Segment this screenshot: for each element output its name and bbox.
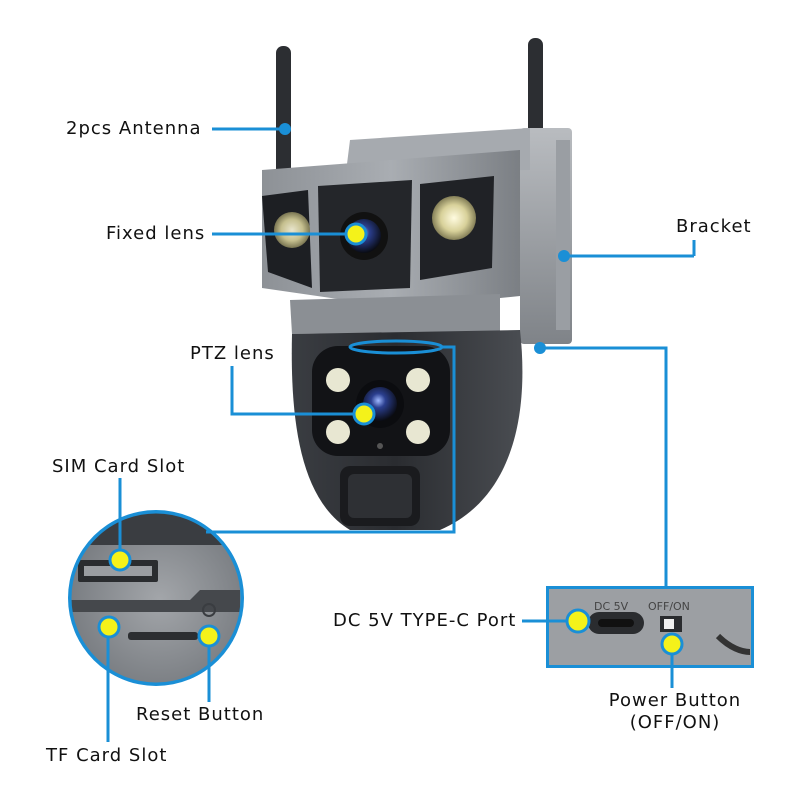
label-tf-slot: TF Card Slot bbox=[46, 745, 168, 766]
label-antenna: 2pcs Antenna bbox=[66, 118, 202, 139]
leader-lines bbox=[106, 127, 696, 742]
label-power-button-line1: Power Button bbox=[608, 690, 742, 711]
antenna-left bbox=[276, 46, 291, 186]
slot-inset bbox=[68, 510, 244, 686]
marker-dc-port bbox=[565, 608, 591, 634]
label-dc-port: DC 5V TYPE-C Port bbox=[333, 610, 517, 631]
marker-ptz-lens bbox=[352, 402, 376, 426]
marker-sim bbox=[108, 548, 132, 572]
label-ptz-lens: PTZ lens bbox=[190, 343, 275, 364]
camera-head bbox=[262, 128, 530, 334]
ptz-dome bbox=[291, 330, 523, 530]
marker-power-bracket bbox=[534, 342, 546, 354]
marker-antenna bbox=[279, 123, 291, 135]
label-power-button: Power Button (OFF/ON) bbox=[600, 690, 750, 734]
leader-ptz-lens bbox=[230, 366, 372, 416]
dc-marking: DC 5V bbox=[594, 600, 629, 613]
leader-to-power-inset bbox=[540, 346, 668, 588]
label-fixed-lens: Fixed lens bbox=[106, 223, 206, 244]
label-bracket: Bracket bbox=[676, 216, 752, 237]
bracket bbox=[520, 128, 572, 344]
leader-ptz-to-inset bbox=[206, 345, 456, 534]
label-reset-button: Reset Button bbox=[136, 704, 265, 725]
marker-fixed-lens bbox=[344, 222, 368, 246]
markers bbox=[97, 123, 684, 656]
marker-reset bbox=[197, 624, 221, 648]
marker-tf bbox=[97, 615, 121, 639]
switch-marking: OFF/ON bbox=[648, 600, 690, 613]
marker-bracket bbox=[558, 250, 570, 262]
label-power-button-line2: (OFF/ON) bbox=[629, 712, 721, 733]
label-sim-slot: SIM Card Slot bbox=[52, 456, 186, 477]
marker-power-button bbox=[660, 632, 684, 656]
